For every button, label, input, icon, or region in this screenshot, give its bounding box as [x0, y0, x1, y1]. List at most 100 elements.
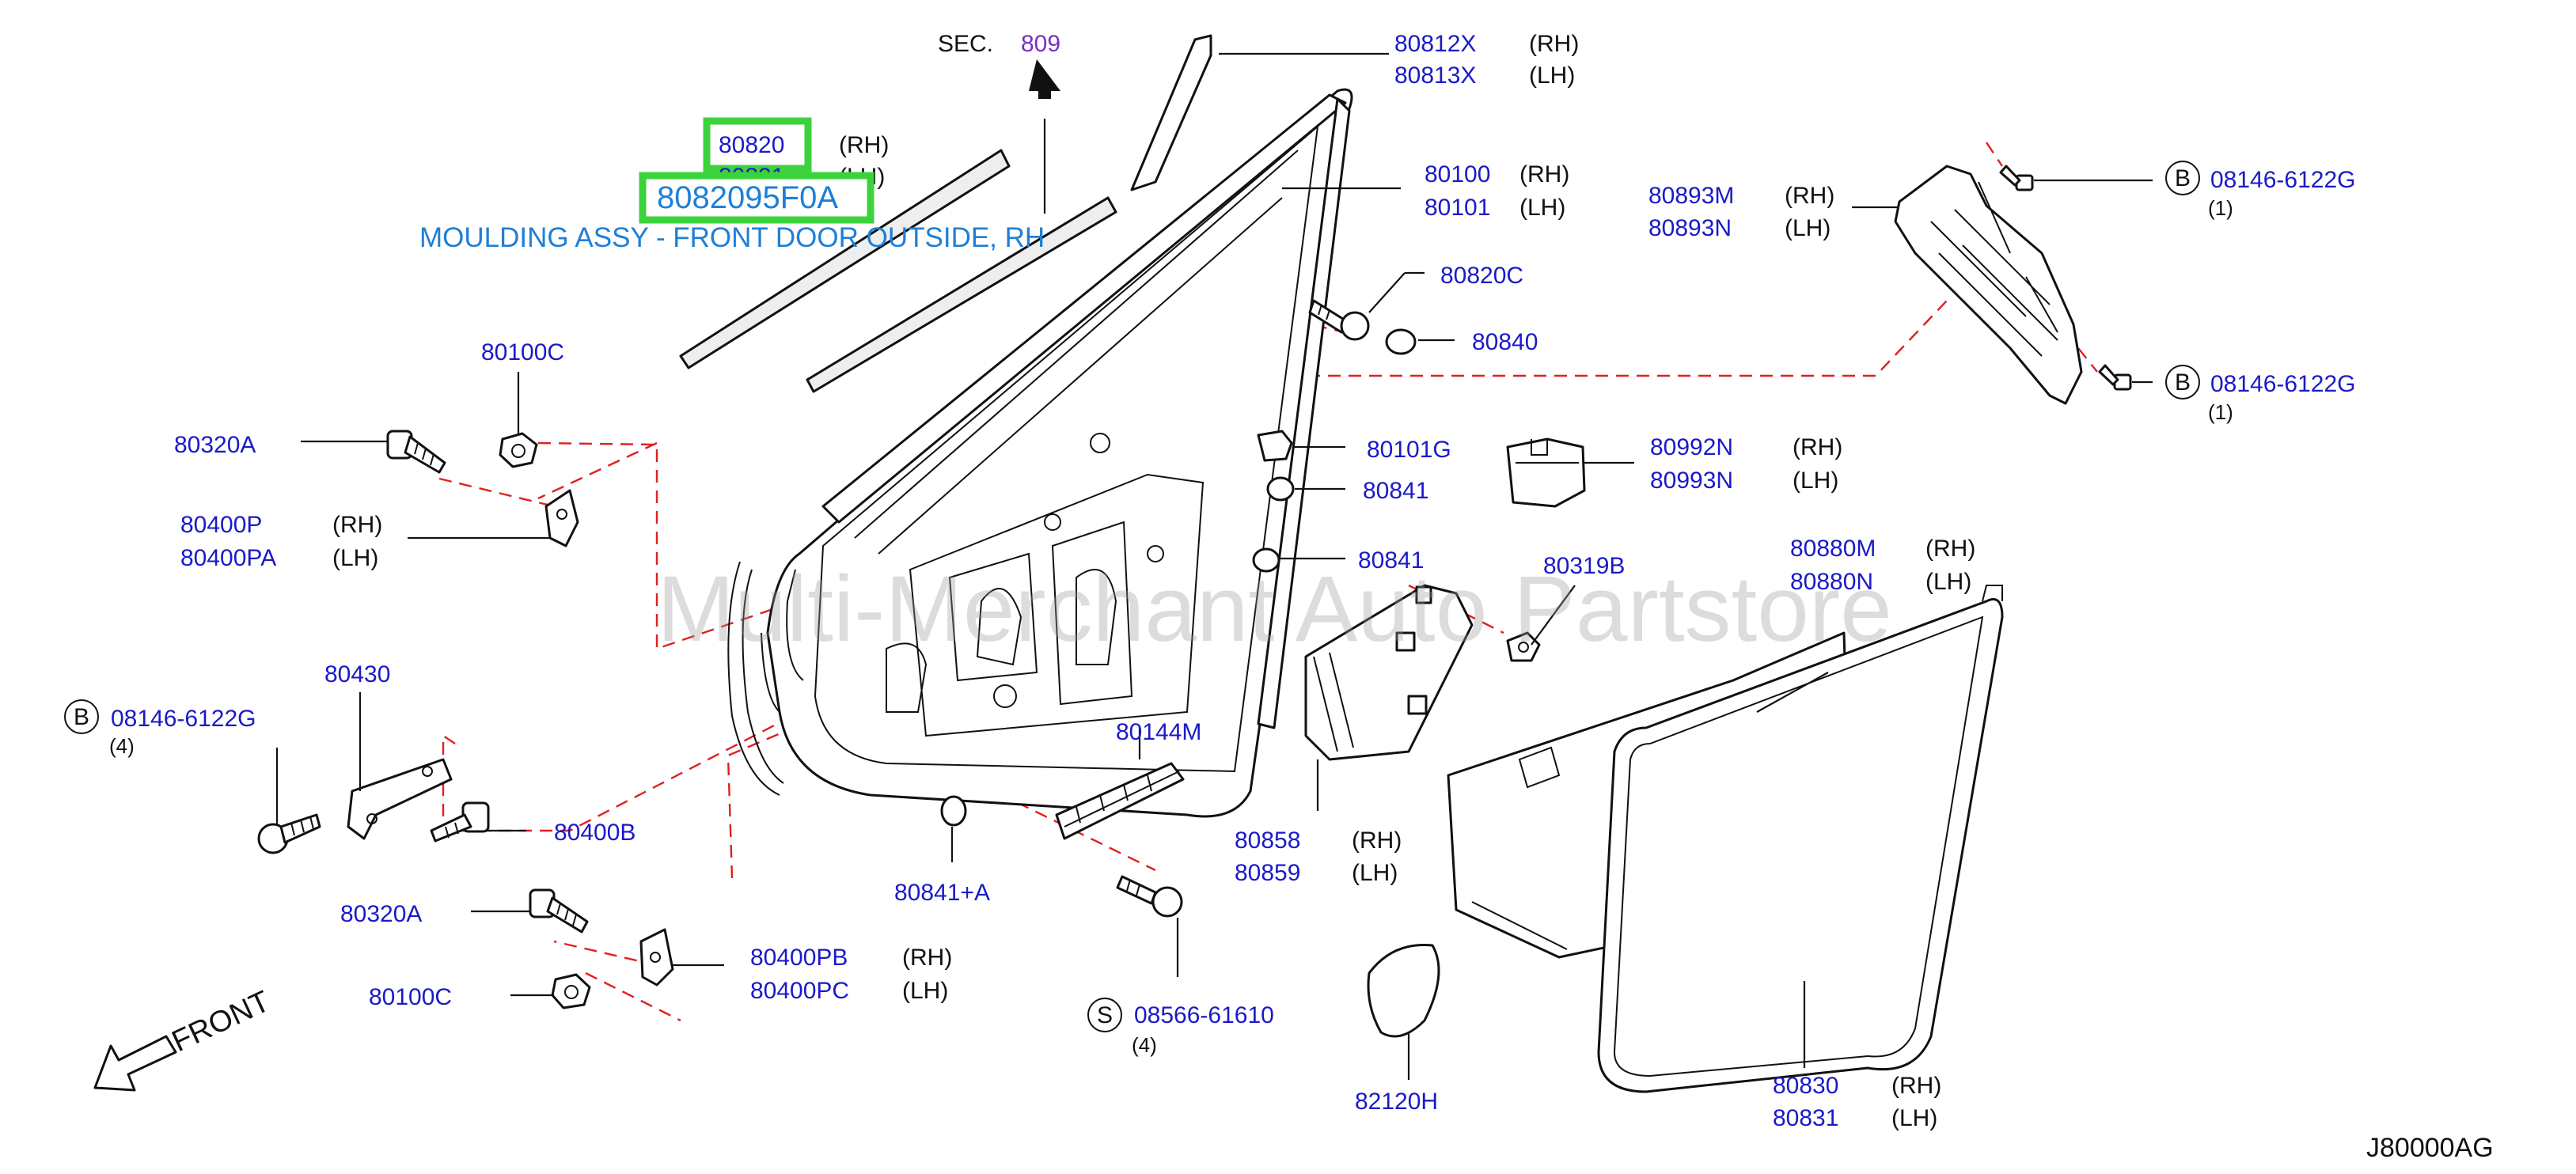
part-80841-b[interactable]: 80841 — [1358, 547, 1424, 574]
marker-b-right-letter: B — [2175, 369, 2191, 396]
part-08146-right[interactable]: 08146-6122G — [2210, 371, 2356, 397]
side-lh-80400pa: (LH) — [332, 545, 378, 571]
watermark: Multi-Merchant Auto Partstore — [657, 557, 1892, 661]
bracket-80893m — [1894, 165, 2083, 405]
side-rh-80100: (RH) — [1519, 161, 1569, 187]
screw-08146-right — [2098, 364, 2132, 391]
part-80993n[interactable]: 80993N — [1650, 468, 1733, 494]
diagram-code: J80000AG — [2366, 1133, 2494, 1163]
highlighted-description: MOULDING ASSY - FRONT DOOR OUTSIDE, RH — [419, 222, 1045, 253]
part-80320a-top[interactable]: 80320A — [174, 432, 256, 458]
moulding-strips — [679, 149, 1117, 393]
section-label: SEC. — [938, 31, 993, 57]
highlight-box-80820 — [703, 117, 812, 172]
side-lh-80993n: (LH) — [1793, 468, 1838, 494]
front-arrow-icon — [93, 1035, 177, 1092]
grommet-80101g — [1257, 430, 1293, 462]
side-lh-80831: (LH) — [1891, 1105, 1937, 1131]
part-80992n[interactable]: 80992N — [1650, 434, 1733, 460]
part-80893n[interactable]: 80893N — [1648, 215, 1732, 241]
part-80319b[interactable]: 80319B — [1543, 553, 1625, 579]
part-80831[interactable]: 80831 — [1773, 1105, 1838, 1131]
side-rh-80858: (RH) — [1352, 827, 1402, 854]
section-arrow — [1029, 59, 1060, 214]
qty-08566: (4) — [1132, 1033, 1157, 1057]
part-80820[interactable]: 80820 — [719, 132, 784, 158]
module-80858 — [1304, 584, 1474, 761]
marker-b-top — [2165, 161, 2200, 195]
side-rh-80400p: (RH) — [332, 512, 382, 538]
part-80820c[interactable]: 80820C — [1440, 263, 1523, 289]
marker-s-letter: S — [1097, 1002, 1113, 1028]
part-80812x[interactable]: 80812X — [1394, 31, 1476, 57]
part-80841a[interactable]: 80841+A — [894, 880, 990, 906]
part-80400pc[interactable]: 80400PC — [750, 978, 849, 1004]
part-80880m[interactable]: 80880M — [1790, 536, 1876, 562]
part-82120h[interactable]: 82120H — [1355, 1089, 1438, 1115]
part-80400p[interactable]: 80400P — [180, 512, 262, 538]
side-rh-80880m: (RH) — [1925, 536, 1975, 562]
glass-run-channel — [1130, 34, 1212, 191]
side-rh-80812x: (RH) — [1529, 31, 1579, 57]
part-80101g[interactable]: 80101G — [1367, 437, 1451, 463]
side-lh-80400pc: (LH) — [902, 978, 948, 1004]
part-80100c-top[interactable]: 80100C — [481, 339, 564, 365]
highlighted-part-number[interactable]: 8082095F0A — [657, 180, 838, 215]
part-80100[interactable]: 80100 — [1425, 161, 1490, 187]
part-80813x[interactable]: 80813X — [1394, 62, 1476, 89]
lower-hinge-80430 — [347, 758, 453, 840]
part-80859[interactable]: 80859 — [1235, 860, 1300, 886]
side-rh-80992n: (RH) — [1793, 434, 1842, 460]
plug-80841-a-lower — [940, 795, 967, 827]
door-sash-frame — [821, 93, 1351, 729]
nut-80100c-bottom — [551, 973, 591, 1009]
side-lh-80893n: (LH) — [1785, 215, 1831, 241]
side-rh-80830: (RH) — [1891, 1073, 1941, 1099]
marker-b-left — [64, 699, 99, 734]
highlight-box-part-number — [639, 172, 874, 224]
part-80830[interactable]: 80830 — [1773, 1073, 1838, 1099]
plug-80841-a — [1266, 476, 1295, 502]
side-lh-80859: (LH) — [1352, 860, 1398, 886]
part-80858[interactable]: 80858 — [1235, 827, 1300, 854]
screw-08566 — [1116, 875, 1183, 918]
grip-80992n — [1506, 437, 1586, 508]
front-door-shell — [727, 88, 1353, 818]
qty-08146-left: (4) — [109, 734, 135, 758]
lower-hinge-80400pb — [639, 928, 674, 987]
side-lh-80101: (LH) — [1519, 195, 1565, 221]
plug-80841-b — [1252, 547, 1280, 573]
marker-b-left-letter: B — [74, 704, 89, 730]
side-rh-80820: (RH) — [839, 132, 889, 158]
clip-80820c — [1308, 299, 1370, 341]
part-80320a-bottom[interactable]: 80320A — [340, 901, 422, 927]
marker-b-right — [2165, 365, 2200, 400]
part-80400pb[interactable]: 80400PB — [750, 945, 848, 971]
part-80841-a[interactable]: 80841 — [1363, 478, 1428, 504]
part-80880n[interactable]: 80880N — [1790, 569, 1873, 595]
marker-s — [1087, 998, 1122, 1032]
qty-08146-top: (1) — [2208, 196, 2233, 220]
side-rh-80893m: (RH) — [1785, 183, 1834, 209]
part-80893m[interactable]: 80893M — [1648, 183, 1734, 209]
marker-b-top-letter: B — [2175, 165, 2191, 191]
part-80100c-bottom[interactable]: 80100C — [369, 984, 452, 1010]
part-80430[interactable]: 80430 — [324, 661, 390, 687]
plug-80840 — [1385, 328, 1417, 355]
nut-80100c-top — [499, 432, 538, 468]
part-80144m[interactable]: 80144M — [1116, 719, 1201, 745]
bolt-80400b — [430, 801, 490, 843]
section-number[interactable]: 809 — [1021, 31, 1060, 57]
part-80101[interactable]: 80101 — [1425, 195, 1490, 221]
part-80840[interactable]: 80840 — [1472, 329, 1538, 355]
part-80400pa[interactable]: 80400PA — [180, 545, 276, 571]
front-label: FRONT — [167, 985, 275, 1058]
upper-hinge — [544, 489, 579, 547]
part-08146-left[interactable]: 08146-6122G — [111, 706, 256, 732]
part-08146-top[interactable]: 08146-6122G — [2210, 167, 2356, 193]
weatherstrip-80830 — [1597, 585, 2004, 1093]
part-80400b[interactable]: 80400B — [554, 820, 635, 846]
part-08566[interactable]: 08566-61610 — [1134, 1002, 1274, 1028]
bolt-80320a-top — [386, 430, 446, 474]
